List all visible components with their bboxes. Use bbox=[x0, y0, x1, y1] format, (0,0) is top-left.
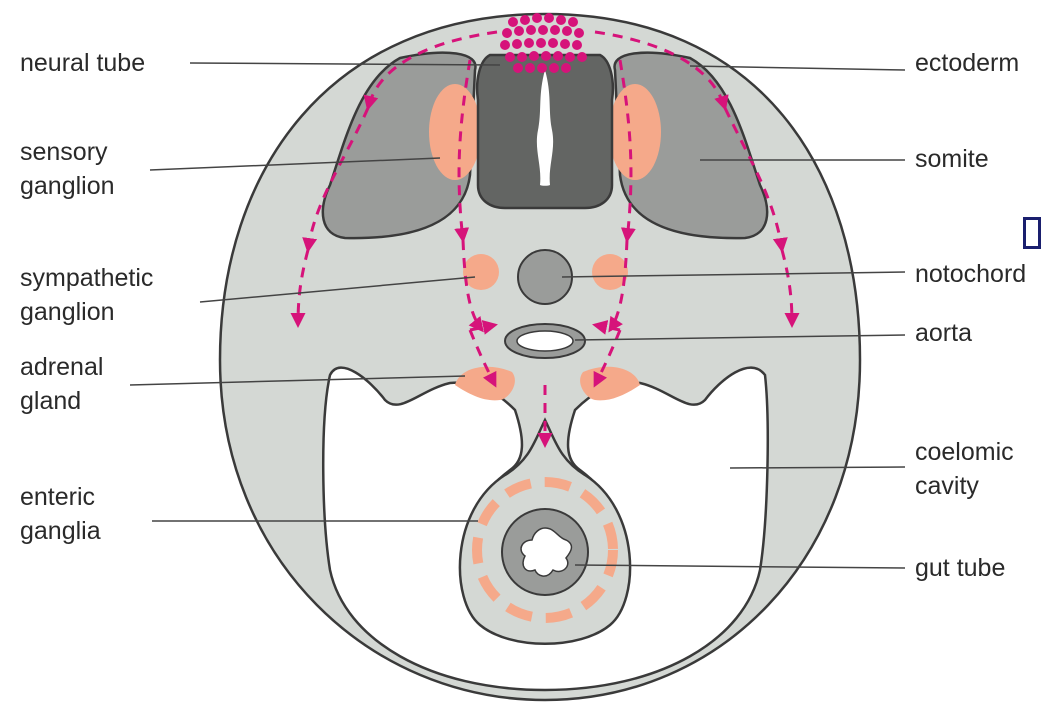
label-sensory-ganglion: sensory ganglion bbox=[20, 135, 115, 203]
label-somite: somite bbox=[915, 142, 989, 176]
label-gut-tube: gut tube bbox=[915, 551, 1005, 585]
aorta-lumen bbox=[517, 331, 573, 351]
label-notochord: notochord bbox=[915, 257, 1026, 291]
label-enteric-ganglia: enteric ganglia bbox=[20, 480, 101, 548]
leader-coelomic-cavity bbox=[730, 467, 905, 468]
label-aorta: aorta bbox=[915, 316, 972, 350]
sensory-ganglion-right bbox=[609, 84, 661, 180]
label-coelomic-cavity: coelomic cavity bbox=[915, 435, 1014, 503]
label-neural-tube: neural tube bbox=[20, 46, 145, 80]
label-adrenal-gland: adrenal gland bbox=[20, 350, 103, 418]
sympathetic-ganglion-left bbox=[463, 254, 499, 290]
sensory-ganglion-left bbox=[429, 84, 481, 180]
label-sympathetic-ganglion: sympathetic ganglion bbox=[20, 261, 153, 329]
label-ectoderm: ectoderm bbox=[915, 46, 1019, 80]
selection-marker bbox=[1023, 217, 1041, 249]
